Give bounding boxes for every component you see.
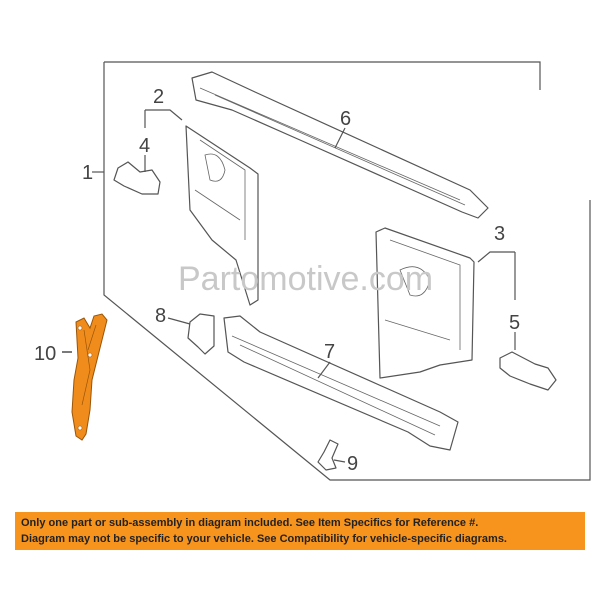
disclaimer-banner: Only one part or sub-assembly in diagram…	[15, 512, 585, 550]
callout-3: 3	[494, 223, 505, 245]
part-4-bracket	[113, 161, 161, 195]
leader-7	[317, 361, 331, 379]
leader-9	[333, 459, 346, 463]
part-7-lower-tie-bar	[223, 315, 459, 451]
callout-10: 10	[34, 343, 56, 365]
watermark: Partomotive.com	[178, 260, 433, 298]
leader-8	[167, 317, 191, 325]
assembly-frame	[103, 61, 591, 481]
part-9-clip	[317, 439, 339, 471]
callout-8: 8	[155, 305, 166, 327]
callout-9: 9	[347, 453, 358, 475]
part-6-upper-tie-bar	[191, 71, 489, 219]
leader-3	[477, 251, 516, 300]
part-3-right-side-panel	[375, 227, 475, 379]
part-8-bracket	[187, 313, 215, 355]
callout-7: 7	[324, 341, 335, 363]
part-2-left-side-panel	[185, 125, 259, 306]
callout-6: 6	[340, 108, 351, 130]
leader-6	[334, 127, 346, 149]
part-5-bracket	[499, 351, 557, 391]
leader-2	[144, 109, 183, 128]
callout-5: 5	[509, 312, 520, 334]
callout-1: 1	[82, 162, 93, 184]
disclaimer-line-2: Diagram may not be specific to your vehi…	[21, 533, 507, 545]
part-10-radiator-support-brace	[71, 313, 108, 441]
callout-4: 4	[139, 135, 150, 157]
disclaimer-line-1: Only one part or sub-assembly in diagram…	[21, 517, 479, 529]
callout-2: 2	[153, 86, 164, 108]
